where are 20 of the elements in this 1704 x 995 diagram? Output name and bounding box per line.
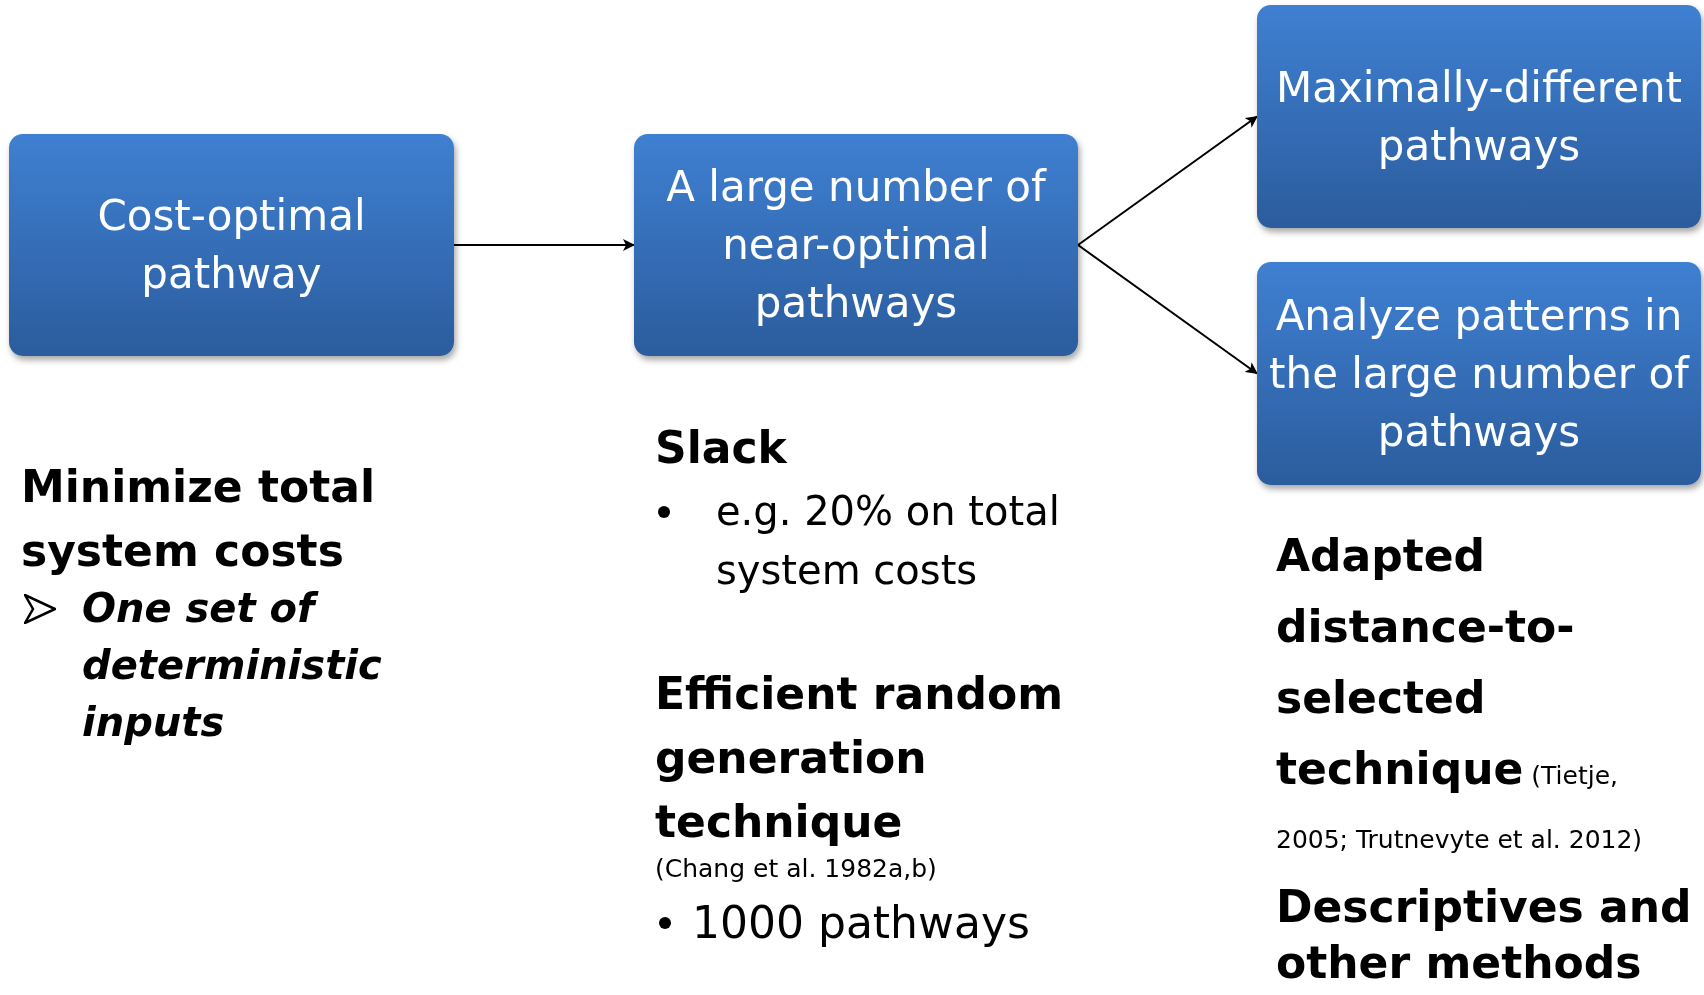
arrow	[1077, 115, 1258, 246]
arrow	[1077, 244, 1258, 375]
box-label: Analyze patterns in the large number of pathways	[1268, 289, 1691, 458]
process-box	[634, 134, 1078, 356]
box-label: Cost-optimal pathway	[96, 190, 367, 300]
box-label: Maximally-different pathways	[1274, 61, 1684, 172]
process-box	[9, 134, 454, 356]
heading-text: Adapted distance-to-selected technique (Tietje, 2005; Trutnevyte et al. 2012)	[1276, 529, 1644, 856]
heading-text: Minimize total system costs	[21, 460, 377, 578]
bullet-text: 1000 pathways	[692, 896, 1031, 950]
arrow	[453, 239, 635, 251]
bullet-text: e.g. 20% on total system costs	[716, 487, 1061, 595]
heading-text: Slack	[655, 421, 789, 475]
heading-text: Efficient random generation technique	[655, 667, 1065, 849]
heading-text: Descriptives and other methods	[1276, 880, 1693, 990]
citation-text: (Chang et al. 1982a,b)	[655, 853, 938, 885]
process-box	[1257, 262, 1701, 485]
note-text: One set of deterministic inputs	[82, 584, 383, 747]
box-label: A large number of near-optimal pathways	[665, 161, 1048, 329]
process-box	[1257, 5, 1701, 228]
